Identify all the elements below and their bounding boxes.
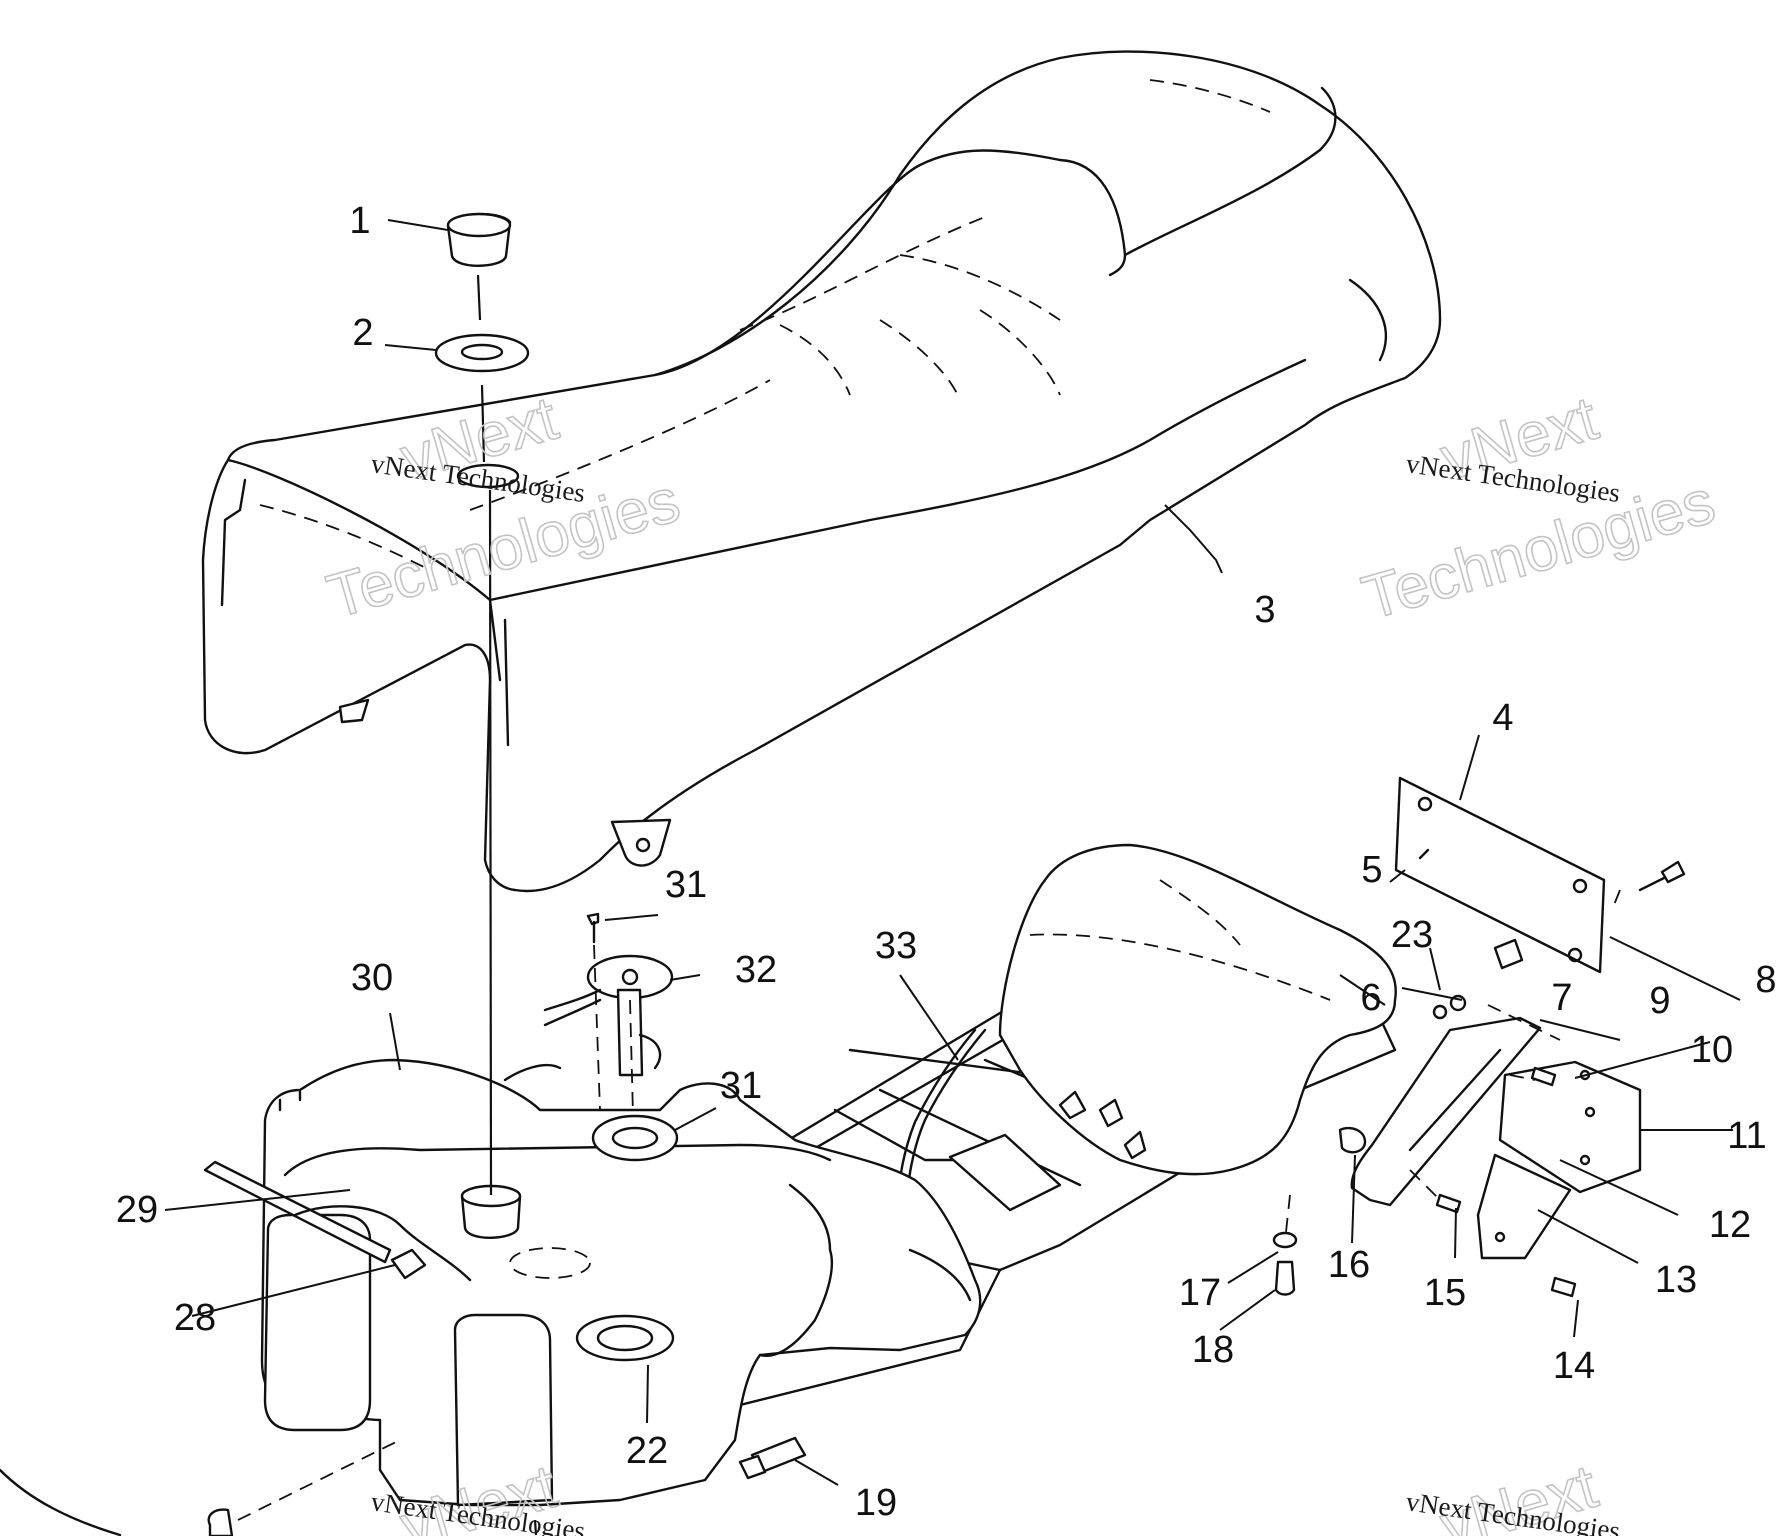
battery-box <box>998 843 1397 1176</box>
seat-hole <box>456 463 520 489</box>
fitting-19 <box>738 1436 807 1480</box>
screw-15 <box>1435 1193 1462 1214</box>
callout-31-bottom: 31 <box>720 1065 762 1107</box>
seat <box>201 50 1442 893</box>
leader-lines <box>164 219 1741 1486</box>
callout-9: 9 <box>1649 980 1670 1022</box>
clamp-28 <box>390 1248 427 1280</box>
lens-13 <box>1476 1153 1572 1260</box>
callout-15: 15 <box>1424 1272 1466 1314</box>
callout-7: 7 <box>1551 977 1572 1019</box>
callout-6: 6 <box>1360 977 1381 1019</box>
callouts: 1 2 3 4 5 6 7 8 9 10 11 12 13 14 15 16 1… <box>116 200 1777 1524</box>
callout-11: 11 <box>1727 1115 1766 1157</box>
alignment-lines <box>237 274 1621 1536</box>
screw-14 <box>1550 1276 1577 1298</box>
callout-18: 18 <box>1192 1329 1234 1371</box>
callout-12: 12 <box>1709 1204 1751 1246</box>
callout-14: 14 <box>1553 1345 1595 1387</box>
grommet-16 <box>1338 1126 1367 1154</box>
callout-30: 30 <box>351 957 393 999</box>
callout-5: 5 <box>1361 849 1382 891</box>
watermark-bottom-right: vNext vNext Technologies <box>1404 1451 1622 1536</box>
callout-10: 10 <box>1691 1029 1733 1071</box>
screw-10 <box>1530 1066 1557 1087</box>
callout-2: 2 <box>352 312 373 354</box>
callout-31-top: 31 <box>665 864 707 906</box>
callout-17: 17 <box>1179 1272 1221 1314</box>
washer-17 <box>1272 1231 1298 1249</box>
callout-33: 33 <box>875 925 917 967</box>
fuel-tank <box>260 1058 982 1507</box>
bottom-left-arc <box>0 1468 122 1536</box>
fastener-18 <box>1274 1260 1296 1296</box>
tank-cap-hose <box>503 1063 562 1082</box>
callout-16: 16 <box>1328 1244 1370 1286</box>
screw-8-shank <box>1638 876 1666 892</box>
bottom-left-fitting <box>207 1508 234 1536</box>
callout-8: 8 <box>1755 959 1776 1001</box>
tail-bracket-9 <box>1350 1016 1542 1207</box>
callout-3: 3 <box>1254 589 1275 631</box>
screw-31 <box>586 912 600 926</box>
callout-1: 1 <box>349 200 370 242</box>
callout-22: 22 <box>626 1430 668 1472</box>
plate-bolt-5 <box>1493 938 1524 970</box>
light-housing-11 <box>1498 1060 1642 1194</box>
cap-gasket <box>434 333 530 373</box>
fuel-sender <box>543 954 674 1077</box>
callout-13: 13 <box>1655 1259 1697 1301</box>
callout-19: 19 <box>855 1482 897 1524</box>
watermark-top-right: vNext Technologies vNext Technologies <box>1354 383 1723 634</box>
callout-4: 4 <box>1492 697 1513 739</box>
license-plate <box>1394 776 1606 974</box>
hose-29 <box>203 1160 392 1264</box>
callout-23: 23 <box>1391 914 1433 956</box>
fuel-line <box>293 1205 472 1282</box>
callout-32: 32 <box>735 949 777 991</box>
callout-28: 28 <box>174 1297 216 1339</box>
nut-23 <box>1432 1004 1448 1020</box>
pump-gasket <box>591 1114 679 1162</box>
screw-8 <box>1660 860 1686 884</box>
callout-29: 29 <box>116 1189 158 1231</box>
fuel-cap <box>446 212 512 267</box>
